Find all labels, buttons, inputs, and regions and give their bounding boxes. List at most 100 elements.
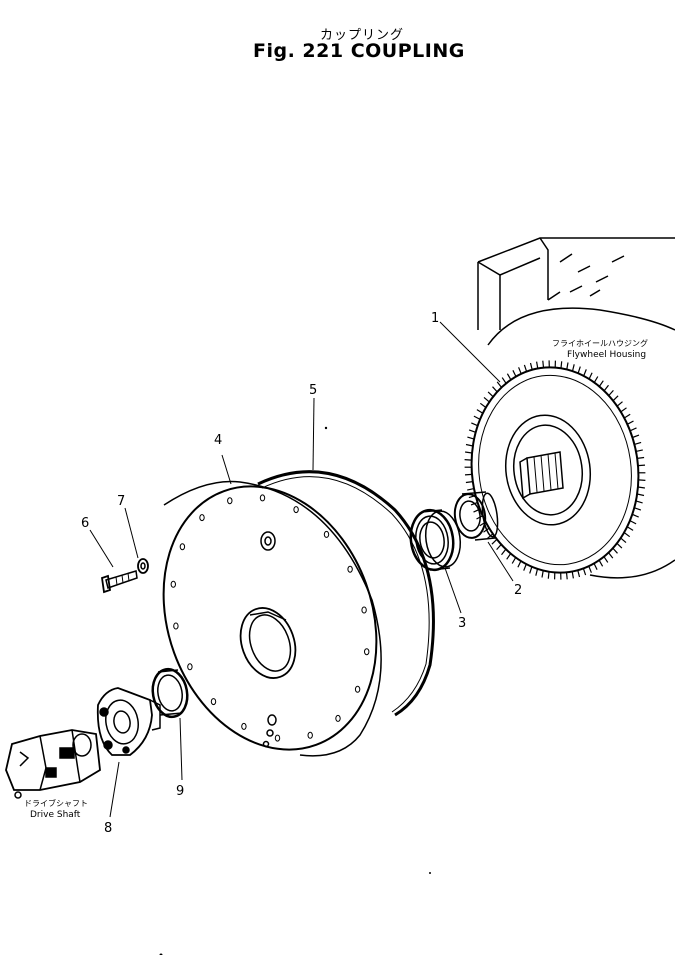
gear-tooth xyxy=(491,538,498,545)
gear-tooth xyxy=(588,372,593,380)
gear-tooth xyxy=(501,548,507,556)
gear-tooth xyxy=(623,413,631,419)
figure-title: Fig. 221 COUPLING xyxy=(253,40,465,62)
bolt-hole xyxy=(199,514,205,522)
drive-shaft-label-jp: ドライブシャフト xyxy=(24,798,88,808)
callout-2: 2 xyxy=(514,583,522,598)
bolt-hole xyxy=(323,530,330,538)
gear-tooth xyxy=(588,565,592,573)
gear-tooth xyxy=(506,553,512,560)
bolt-hole xyxy=(227,497,233,505)
gear-tooth xyxy=(529,566,533,574)
flywheel-housing-label-jp: フライホイールハウジング xyxy=(552,338,648,348)
gear-tooth xyxy=(512,370,517,377)
gear-tooth xyxy=(511,557,517,564)
gear-tooth xyxy=(577,366,581,374)
washer xyxy=(137,558,149,574)
gear-tooth xyxy=(465,451,473,454)
leader-lines xyxy=(89,321,514,818)
gear-tooth xyxy=(529,362,533,370)
gear-tooth xyxy=(612,395,619,402)
gear-tooth xyxy=(582,568,587,576)
callout-3: 3 xyxy=(458,616,466,631)
bolt-hole xyxy=(187,663,193,671)
gear-tooth xyxy=(608,389,614,397)
bearing xyxy=(409,508,462,572)
flywheel-housing-label: Flywheel Housing xyxy=(567,350,646,360)
gear-tooth xyxy=(547,571,550,579)
gear-tooth xyxy=(629,520,637,525)
bolt-hole xyxy=(173,622,179,630)
gear-tooth xyxy=(632,513,639,518)
o-ring xyxy=(257,470,435,717)
bolt-hole xyxy=(354,685,361,693)
gear-tooth xyxy=(483,396,490,403)
gear-tooth xyxy=(638,479,646,481)
gear-tooth xyxy=(637,456,645,459)
gear-tooth xyxy=(518,367,522,375)
bolt-hole xyxy=(293,506,299,514)
bolt-hole xyxy=(307,731,313,739)
gear-tooth xyxy=(598,559,604,567)
gear-tooth xyxy=(632,434,640,439)
gear-tooth xyxy=(634,507,642,511)
gear-tooth xyxy=(629,427,637,432)
bushing xyxy=(453,491,499,541)
gear-tooth xyxy=(523,364,528,372)
gear-tooth xyxy=(616,542,623,549)
gear-tooth xyxy=(583,369,587,377)
callout-7: 7 xyxy=(117,494,125,509)
gear-tooth xyxy=(506,373,512,381)
gear-tooth xyxy=(634,441,642,445)
callout-8: 8 xyxy=(104,821,112,836)
bolt-hole xyxy=(170,580,177,588)
gear-tooth xyxy=(496,543,502,551)
gear-tooth xyxy=(608,552,614,559)
bolt-hole xyxy=(364,648,370,656)
flange-disc xyxy=(162,480,382,757)
gear-tooth xyxy=(476,409,484,414)
callout-6: 6 xyxy=(81,516,89,531)
gear-tooth xyxy=(620,407,627,413)
gear-tooth xyxy=(465,443,474,447)
gear-tooth xyxy=(571,571,574,579)
gear-tooth xyxy=(626,526,634,531)
gear-tooth xyxy=(612,547,618,554)
drive-shaft xyxy=(5,729,101,799)
gear-tooth xyxy=(464,473,473,476)
gear-tooth xyxy=(492,386,498,393)
bolt-hole xyxy=(335,714,341,722)
gear-tooth xyxy=(623,532,631,538)
gear-tooth xyxy=(635,449,643,452)
gear-tooth xyxy=(487,391,494,398)
gear-tooth xyxy=(598,380,604,387)
gear-tooth xyxy=(471,422,478,427)
gear-tooth xyxy=(473,415,481,420)
bolt-hole xyxy=(179,543,186,551)
ring-gear xyxy=(464,360,646,580)
gear-tooth xyxy=(542,360,545,368)
gear-tooth xyxy=(593,376,599,383)
callout-5: 5 xyxy=(309,383,317,398)
gear-tooth xyxy=(603,556,609,563)
gear-tooth xyxy=(577,570,581,578)
bolt-hole xyxy=(361,606,367,614)
gear-tooth xyxy=(465,481,473,484)
figure-title-japanese: カップリング xyxy=(320,28,405,43)
bolt-hole xyxy=(274,734,281,742)
gear-tooth xyxy=(535,568,539,576)
gear-tooth xyxy=(501,377,507,384)
callout-1: 1 xyxy=(431,311,439,326)
gear-tooth xyxy=(635,500,643,504)
bolt-hole xyxy=(210,698,217,706)
gear-tooth xyxy=(636,493,645,497)
gear-tooth xyxy=(464,459,472,461)
gear-tooth xyxy=(627,420,634,425)
gear-tooth xyxy=(593,563,598,570)
callout-4: 4 xyxy=(214,433,222,448)
gear-tooth xyxy=(565,572,568,580)
drive-shaft-label: Drive Shaft xyxy=(30,810,81,820)
gear-tooth xyxy=(467,488,475,491)
